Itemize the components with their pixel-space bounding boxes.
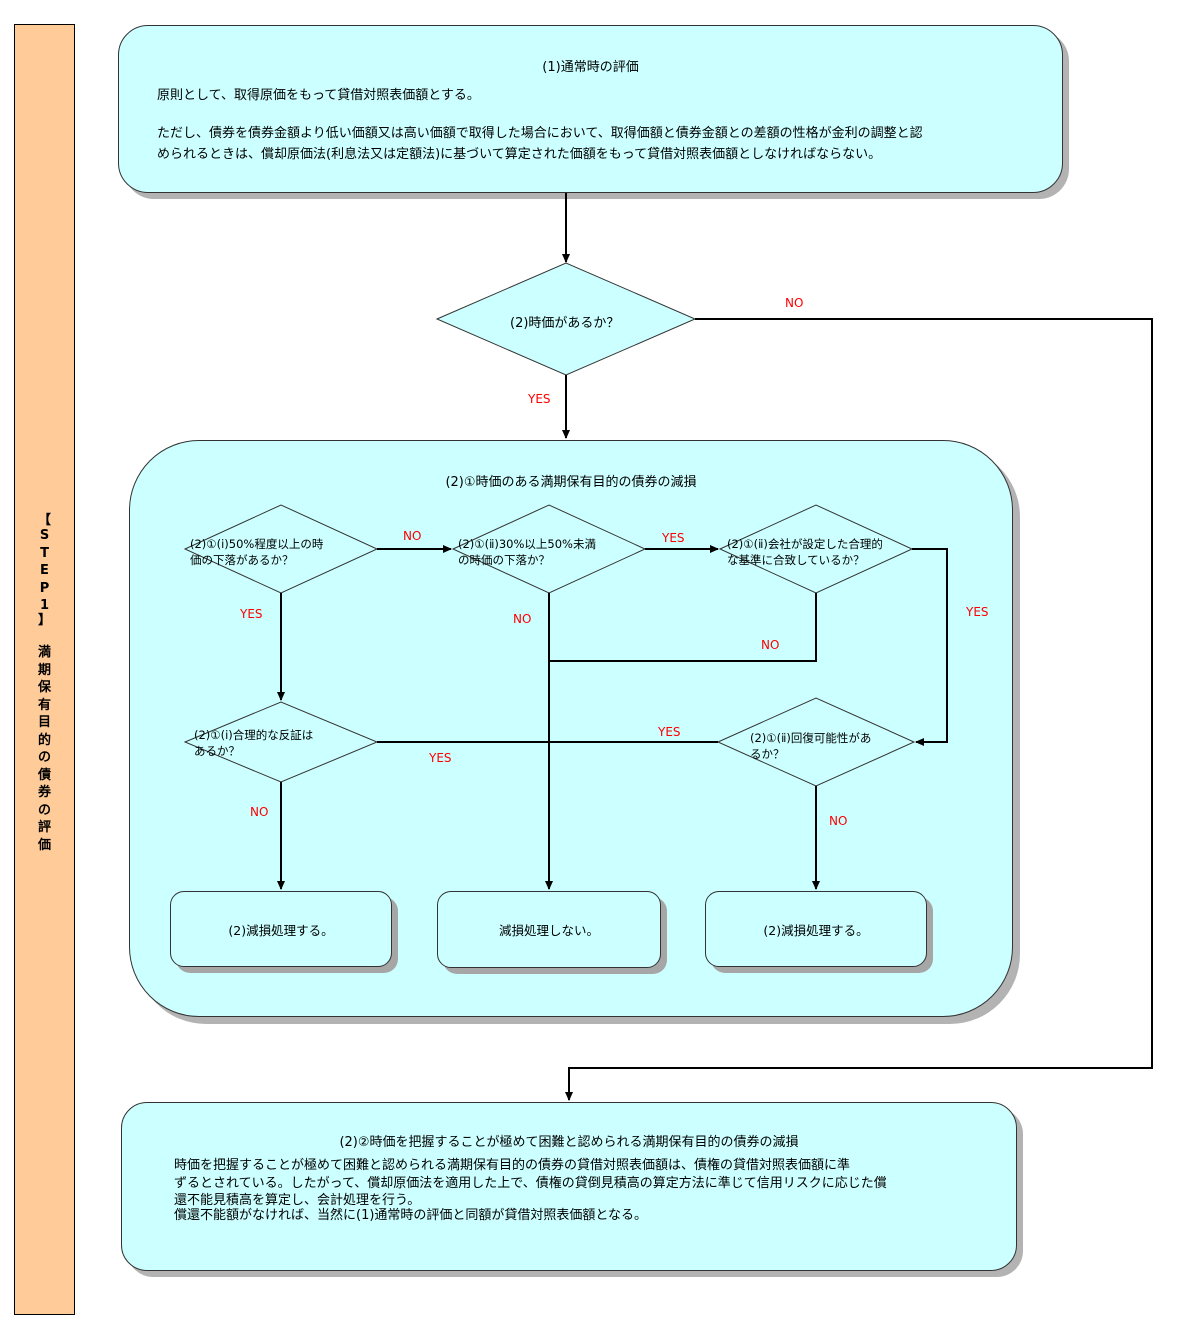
sidebar-char: P: [39, 580, 50, 596]
sidebar-char: 【: [37, 513, 51, 528]
decision-50pct-decline-line1: (2)①(ⅰ)50%程度以上の時: [190, 537, 324, 551]
sidebar-char: 的: [37, 732, 51, 748]
sidebar-char: 債: [37, 767, 51, 783]
sidebar-char: 】: [37, 612, 51, 628]
decision-company-criteria: (2)①(ⅱ)会社が設定した合理的 な基準に合致しているか？: [727, 536, 883, 568]
edge-label-d1-no: NO: [403, 529, 422, 543]
sidebar-char: 期: [37, 662, 51, 678]
impairment-difficult-body: 時価を把握することが極めて困難と認められる満期保有目的の債券の貸借対照表価額は、…: [174, 1157, 887, 1224]
market-price-question: (2)時価があるか？: [510, 316, 620, 331]
normal-evaluation-box: (1)通常時の評価 原則として、取得原価をもって貸借対照表価額とする。 ただし、…: [118, 25, 1063, 193]
decision-50pct-decline-line2: 価の下落があるか？: [190, 553, 294, 567]
normal-evaluation-exception-line1: ただし、債券を債券金額より低い価額又は高い価額で取得した場合において、取得価額と…: [157, 126, 923, 141]
edge-label-d1-yes: YES: [240, 607, 263, 621]
decision-company-criteria-line2: な基準に合致しているか？: [727, 553, 865, 567]
impairment-difficult-line2: ずるとされている。したがって、償却原価法を適用した上で、債権の貸倒見積高の算定方…: [174, 1176, 887, 1191]
sidebar-char: 評: [37, 820, 51, 835]
outcome-impair-right: (2)減損処理する。: [705, 891, 927, 967]
decision-recoverability-diamond: [716, 697, 916, 787]
edge-label-d2-no: NO: [513, 612, 532, 626]
decision-30-50pct-decline: (2)①(ⅱ)30%以上50%未満 の時価の下落か？: [458, 536, 596, 568]
sidebar-char: E: [40, 563, 49, 578]
decision-company-criteria-line1: (2)①(ⅱ)会社が設定した合理的: [727, 537, 883, 551]
normal-evaluation-title: (1)通常時の評価: [542, 60, 639, 75]
sidebar-char: 券: [37, 785, 51, 800]
decision-30-50pct-decline-line1: (2)①(ⅱ)30%以上50%未満: [458, 537, 596, 551]
edge-label-d2-yes: YES: [662, 531, 685, 545]
decision-50pct-decline: (2)①(ⅰ)50%程度以上の時 価の下落があるか？: [190, 536, 323, 568]
decision-recoverability-line1: (2)①(ⅱ)回復可能性があ: [750, 731, 872, 745]
sidebar-char: の: [37, 750, 51, 765]
sidebar-char: 満: [37, 645, 51, 660]
decision-reasonable-rebuttal-line1: (2)①(ⅰ)合理的な反証は: [194, 728, 314, 742]
connector-d3-no: [549, 593, 817, 662]
sidebar-char: 価: [37, 837, 51, 853]
sidebar-char: 保: [37, 680, 51, 695]
impairment-difficult-line3: 還不能見積高を算定し、会計処理を行う。: [174, 1193, 421, 1208]
decision-30-50pct-decline-line2: の時価の下落か？: [458, 553, 550, 567]
market-price-no-label: NO: [785, 296, 804, 310]
edge-label-d3-no: NO: [761, 638, 780, 652]
sidebar-char: S: [39, 528, 50, 543]
edge-label-d4-no: NO: [250, 805, 269, 819]
decision-reasonable-rebuttal-line2: あるか？: [194, 744, 240, 758]
outcome-no-impair: 減損処理しない。: [437, 891, 661, 968]
normal-evaluation-exception-line2: められるときは、償却原価法(利息法又は定額法)に基づいて算定された価額をもって貸…: [157, 147, 882, 162]
impairment-difficult-line4: 償還不能額がなければ、当然に(1)通常時の評価と同額が貸借対照表価額となる。: [174, 1208, 648, 1223]
outcome-impair-left: (2)減損処理する。: [170, 891, 392, 967]
impairment-with-market-price-title: (2)①時価のある満期保有目的の債券の減損: [445, 475, 697, 490]
sidebar-char: 1: [39, 598, 50, 613]
sidebar-char: の: [37, 802, 51, 818]
decision-recoverability-line2: るか？: [750, 747, 785, 761]
edge-label-d4-yes: YES: [429, 751, 452, 765]
impairment-difficult-title: (2)②時価を把握することが極めて困難と認められる満期保有目的の債券の減損: [339, 1135, 799, 1150]
decision-recoverability: (2)①(ⅱ)回復可能性があ るか？: [750, 730, 871, 762]
normal-evaluation-principle: 原則として、取得原価をもって貸借対照表価額とする。: [157, 88, 480, 103]
edge-label-d3-yes: YES: [966, 605, 989, 619]
decision-reasonable-rebuttal: (2)①(ⅰ)合理的な反証は あるか？: [194, 727, 313, 759]
sidebar-char: T: [40, 545, 49, 561]
edge-label-d5-yes: YES: [658, 725, 681, 739]
edge-label-d5-no: NO: [829, 814, 848, 828]
sidebar-char: 目: [37, 715, 51, 730]
sidebar-char: 有: [37, 697, 51, 713]
connector-d3-yes: [912, 548, 948, 746]
impairment-difficult-price-box: (2)②時価を把握することが極めて困難と認められる満期保有目的の債券の減損 時価…: [121, 1102, 1017, 1271]
market-price-yes-label: YES: [528, 392, 551, 406]
impairment-difficult-line1: 時価を把握することが極めて困難と認められる満期保有目的の債券の貸借対照表価額は、…: [174, 1158, 851, 1173]
connector-price-no: [565, 318, 1153, 1101]
